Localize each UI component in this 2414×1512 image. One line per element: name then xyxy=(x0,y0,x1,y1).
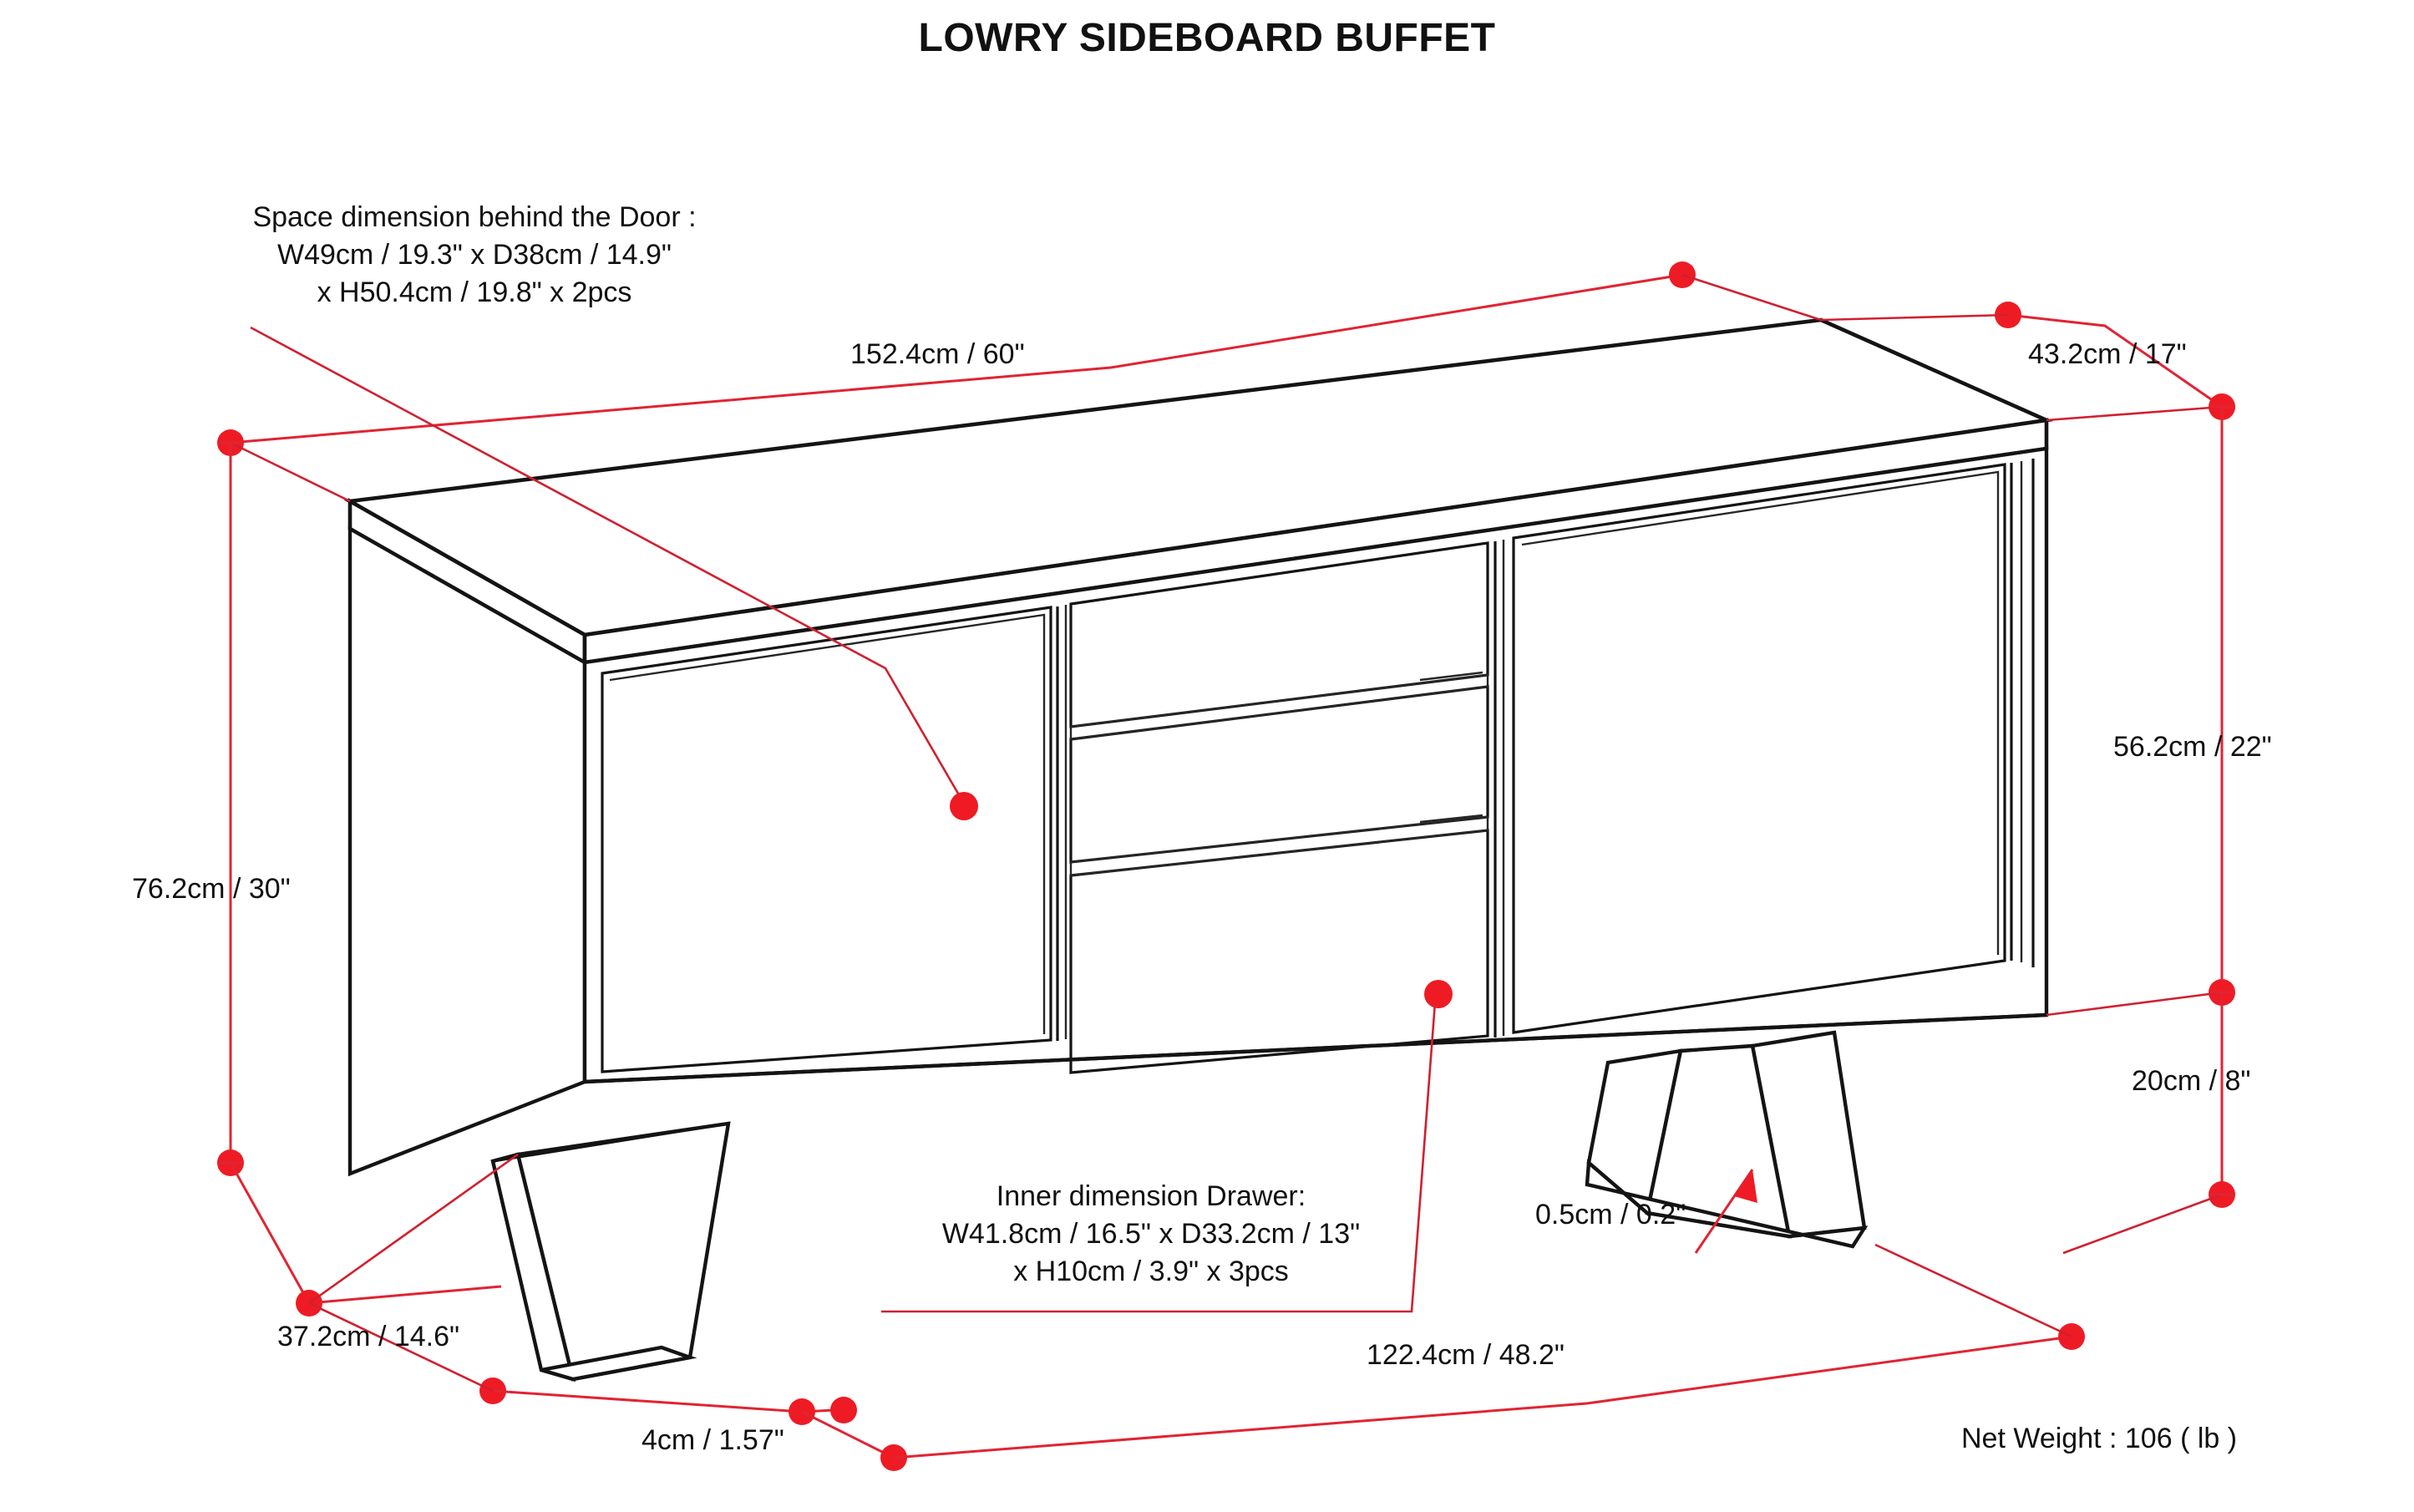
label-panel-thickness: 0.5cm / 0.2" xyxy=(1535,1199,1686,1230)
label-overall-height: 76.2cm / 30" xyxy=(132,873,291,905)
dim-leader-leg-bottom xyxy=(2062,1193,2223,1255)
dim-leader-width-right xyxy=(1681,273,1822,322)
dim-line-overall-depth xyxy=(2007,313,2223,408)
label-leg-height: 20cm / 8" xyxy=(2132,1065,2251,1097)
dim-dot-leg-thickness-b xyxy=(830,1397,857,1423)
dim-leader-depth-bottom xyxy=(2046,405,2223,422)
left-door-reveal xyxy=(609,613,1046,1034)
annotation-drawer-inner-line2: W41.8cm / 16.5" x D33.2cm / 13" xyxy=(941,1217,1361,1250)
annotation-door-space: Space dimension behind the Door : W49cm … xyxy=(207,199,742,312)
dim-leader-leg-depth xyxy=(308,1301,494,1393)
dim-arrow-panel-thickness xyxy=(1734,1170,1757,1203)
leader-dot-drawer-inner xyxy=(1424,980,1453,1008)
leg-right-support xyxy=(1585,1162,1590,1185)
drawer-gap-1 xyxy=(1069,673,1489,741)
annotation-drawer-inner-line1: Inner dimension Drawer: xyxy=(996,1180,1306,1212)
dim-leader-leg-depth-2 xyxy=(308,1153,519,1305)
sideboard-illustration xyxy=(343,317,2054,1383)
annotation-drawer-inner-line3: x H10cm / 3.9" x 3pcs xyxy=(1013,1255,1289,1287)
leader-door-space xyxy=(250,326,962,799)
leader-dot-door-space xyxy=(950,792,978,820)
right-door-reveal xyxy=(1521,470,2000,955)
dim-line-leg-depth xyxy=(229,1162,502,1305)
cabinet-bottom-front-edge xyxy=(584,1012,2047,1084)
leg-left-foot xyxy=(540,1345,697,1382)
label-body-height: 56.2cm / 22" xyxy=(2113,731,2272,763)
dim-leader-body-height-bottom xyxy=(2046,991,2223,1017)
annotation-door-space-line3: x H50.4cm / 19.8" x 2pcs xyxy=(317,276,632,308)
right-door-panel xyxy=(1512,463,2006,1034)
leader-drawer-inner xyxy=(881,1002,1437,1313)
label-leg-depth: 37.2cm / 14.6" xyxy=(277,1321,460,1352)
label-overall-width: 152.4cm / 60" xyxy=(850,338,1025,370)
dim-leader-depth-top xyxy=(1820,313,2009,322)
dim-line-overall-width xyxy=(230,273,1683,444)
drawer-gap-2 xyxy=(1069,815,1489,877)
left-door-panel xyxy=(601,606,1052,1073)
drawer-handle-notch-1 xyxy=(1419,671,1483,682)
dim-line-base-width xyxy=(893,1335,2072,1459)
label-leg-thickness: 4cm / 1.57" xyxy=(642,1424,784,1456)
dim-leader-width-left xyxy=(230,441,351,503)
label-net-weight: Net Weight : 106 ( lb ) xyxy=(1961,1423,2238,1454)
annotation-door-space-line2: W49cm / 19.3" x D38cm / 14.9" xyxy=(277,238,672,271)
dimension-overlay xyxy=(217,261,2235,1471)
annotation-drawer-inner: Inner dimension Drawer: W41.8cm / 16.5" … xyxy=(850,1178,1452,1291)
leg-left-bracket xyxy=(492,1122,729,1163)
dim-line-leg-thickness-2 xyxy=(801,1410,895,1459)
label-overall-depth: 43.2cm / 17" xyxy=(2028,338,2187,370)
page-title: LOWRY SIDEBOARD BUFFET xyxy=(918,16,1496,60)
dim-line-leg-thickness xyxy=(492,1389,836,1413)
label-base-width: 122.4cm / 48.2" xyxy=(1367,1339,1565,1371)
drawer-handle-notch-2 xyxy=(1419,814,1483,824)
annotation-door-space-line1: Space dimension behind the Door : xyxy=(252,201,697,233)
dim-leader-base-width-right xyxy=(1874,1243,2072,1338)
